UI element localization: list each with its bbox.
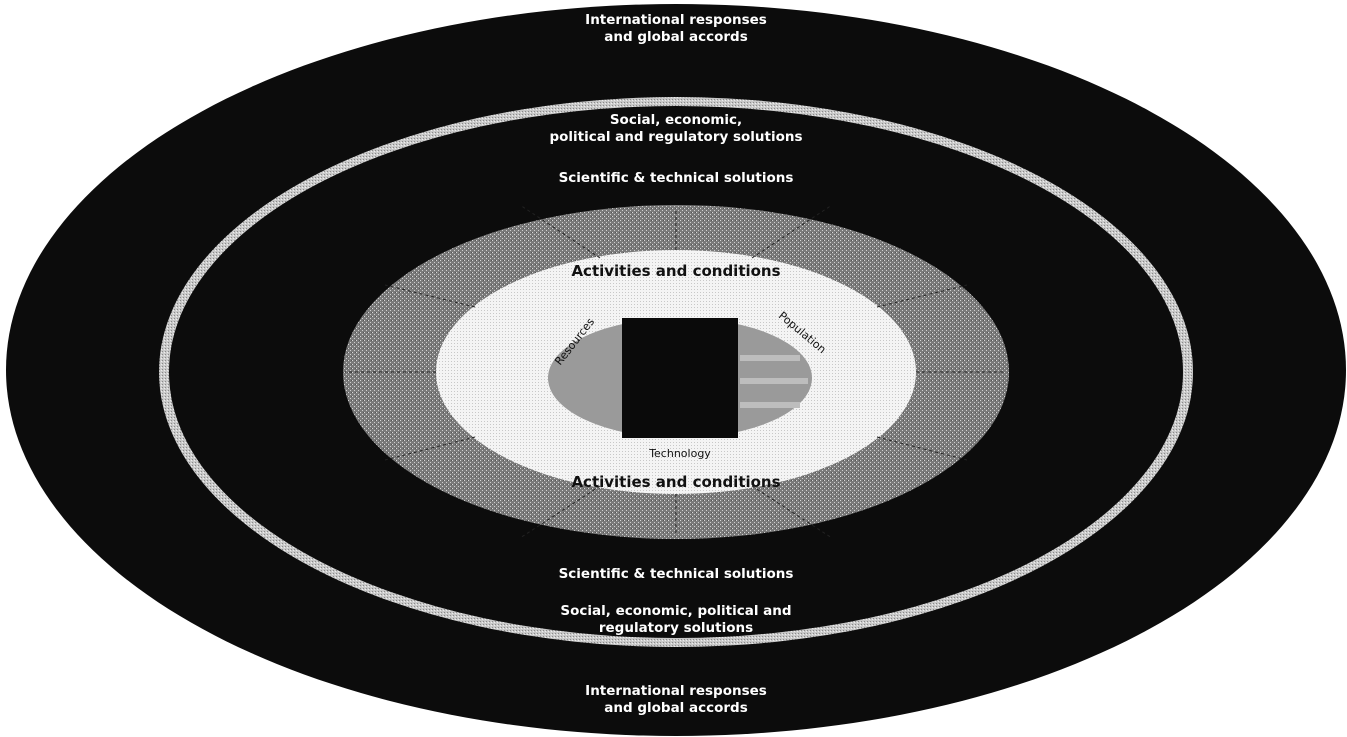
scientific-label-bottom-text: Scientific & technical solutions [559,566,794,582]
technology-label-text: Technology [649,447,711,460]
international-label-top-line1: International responses [576,12,776,29]
activities-label-top-text: Activities and conditions [571,262,780,280]
social-label-bottom-line2: regulatory solutions [546,620,806,637]
scientific-label-top-text: Scientific & technical solutions [559,170,794,186]
scientific-label-top: Scientific & technical solutions [526,170,826,187]
social-label-top-line2: political and regulatory solutions [526,129,826,146]
center-block [622,318,738,438]
activities-label-bottom-text: Activities and conditions [571,473,780,491]
scientific-label-bottom: Scientific & technical solutions [526,566,826,583]
international-label-top-line2: and global accords [576,29,776,46]
international-label-bottom-line1: International responses [576,683,776,700]
social-label-top-line1: Social, economic, [526,112,826,129]
technology-label: Technology [630,447,730,461]
international-label-top: International responses and global accor… [576,12,776,46]
international-label-bottom-line2: and global accords [576,700,776,717]
activities-label-top: Activities and conditions [546,262,806,281]
social-label-bottom-line1: Social, economic, political and [546,603,806,620]
international-label-bottom: International responses and global accor… [576,683,776,717]
social-label-bottom: Social, economic, political and regulato… [546,603,806,637]
activities-label-bottom: Activities and conditions [546,473,806,492]
social-label-top: Social, economic, political and regulato… [526,112,826,146]
